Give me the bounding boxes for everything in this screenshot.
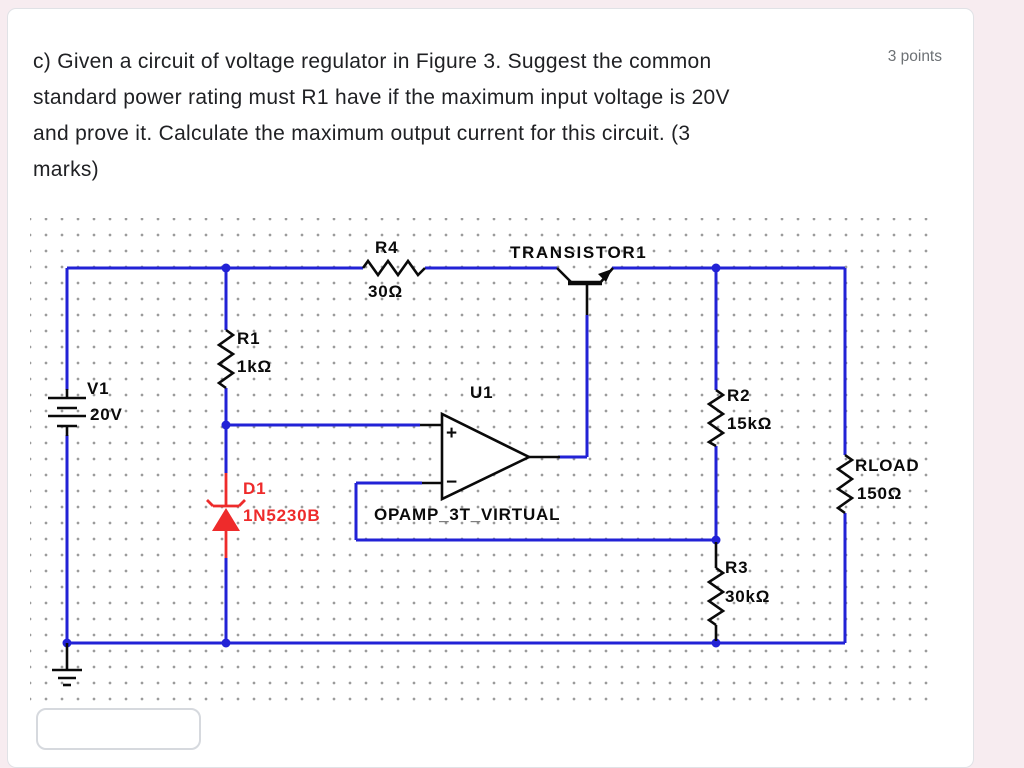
r2-ref-label: R2 bbox=[727, 386, 750, 405]
question-line: and prove it. Calculate the maximum outp… bbox=[33, 122, 691, 145]
r1-value-label: 1kΩ bbox=[237, 357, 272, 376]
u1-value-label: OPAMP_3T_VIRTUAL bbox=[374, 505, 560, 524]
resistor-r2 bbox=[706, 388, 726, 448]
resistor-r4 bbox=[361, 258, 426, 278]
rload-ref-label: RLOAD bbox=[855, 456, 919, 475]
opamp-u1: + − bbox=[420, 411, 560, 502]
r4-value-label: 30Ω bbox=[368, 282, 403, 301]
question-line: c) Given a circuit of voltage regulator … bbox=[33, 50, 712, 73]
r4-ref-label: R4 bbox=[375, 238, 398, 257]
question-line: marks) bbox=[33, 158, 99, 181]
opamp-plus-sign: + bbox=[446, 423, 457, 444]
d1-value-label: 1N5230B bbox=[243, 506, 320, 525]
transistor-ref-label: TRANSISTOR1 bbox=[510, 243, 647, 262]
battery-v1 bbox=[48, 389, 86, 436]
u1-ref-label: U1 bbox=[470, 383, 493, 402]
r3-ref-label: R3 bbox=[725, 558, 748, 577]
resistor-rload bbox=[835, 453, 855, 515]
opamp-minus-sign: − bbox=[446, 472, 457, 493]
resistor-r3 bbox=[706, 542, 726, 641]
zener-diode-d1 bbox=[206, 473, 246, 558]
points-badge: 3 points bbox=[887, 48, 942, 65]
d1-ref-label: D1 bbox=[243, 479, 266, 498]
question-line: standard power rating must R1 have if th… bbox=[33, 86, 730, 109]
rload-value-label: 150Ω bbox=[857, 484, 902, 503]
circuit-schematic: V1 20V R4 30Ω TRANSISTOR1 R1 1kΩ bbox=[30, 218, 935, 703]
question-text: c) Given a circuit of voltage regulator … bbox=[33, 44, 873, 188]
transistor-symbol bbox=[556, 267, 614, 315]
battery-value-label: 20V bbox=[90, 405, 123, 424]
answer-field[interactable] bbox=[36, 708, 201, 750]
junction-dots bbox=[62, 263, 721, 648]
r1-ref-label: R1 bbox=[237, 329, 260, 348]
r2-value-label: 15kΩ bbox=[727, 414, 772, 433]
resistor-r1 bbox=[216, 328, 236, 390]
battery-ref-label: V1 bbox=[87, 379, 109, 398]
r3-value-label: 30kΩ bbox=[725, 587, 770, 606]
ground-symbol bbox=[52, 643, 82, 687]
